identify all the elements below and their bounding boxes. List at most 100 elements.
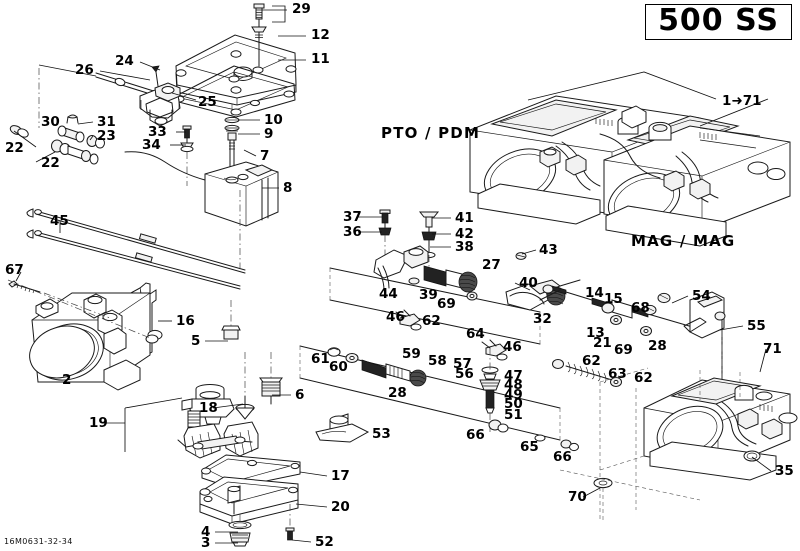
callout-number: 45 [50,213,69,229]
callout-number: 24 [115,53,134,69]
leader-line [671,295,689,304]
callout-number: 54 [692,288,711,304]
callout-number: 19 [89,415,108,431]
needle-valve-6 [234,352,283,420]
callout-number: 13 [586,325,605,341]
carb-assembly-mag-mag [599,367,798,520]
callout-number: 15 [604,291,623,307]
callout-number: 32 [533,311,552,327]
right-mid-linkage [539,284,726,400]
float-assembly-19 [124,384,259,459]
callout-number: 51 [504,407,523,423]
callout-number: 34 [142,137,161,153]
callout-number: 56 [455,366,474,382]
callout-number: 71 [763,341,782,357]
callout-number: 44 [379,286,398,302]
leader-line [521,249,537,255]
section-caption: PTO / PDM [381,124,481,142]
callout-number: 65 [520,439,539,455]
screw-67 [8,271,111,319]
leader-line [99,70,151,81]
leader-line [719,325,744,331]
screw-52 [285,504,295,541]
callout-number: 43 [539,242,558,258]
callout-number: 57 [453,356,472,372]
throttle-cables-45 [26,208,246,290]
callout-number: 53 [372,426,391,442]
callout-number: 8 [283,180,293,196]
callout-number: 16 [176,313,195,329]
leader-line [751,456,772,472]
callout-number: 42 [455,226,474,242]
left-shaft-washers [9,64,105,165]
callout-number: 17 [331,468,350,484]
callout-number: 64 [466,326,485,342]
lower-linkage-rod [299,345,579,452]
callout-number: 66 [466,427,485,443]
callout-number: 27 [482,257,501,273]
callout-number: 49 [504,387,523,403]
callout-number: 38 [455,239,474,255]
leader-line [212,403,244,409]
leader-line [295,503,328,508]
callout-number: 25 [198,94,217,110]
callout-number: 28 [648,338,667,354]
bracket-71 [699,370,741,400]
callout-number: 60 [329,359,348,375]
callout-number: 70 [568,489,587,505]
washer-70 [559,469,701,520]
callout-number: 52 [315,534,334,550]
callout-number: 21 [593,335,612,351]
callout-number: 36 [343,224,362,240]
callout-number: 30 [41,114,60,130]
callout-number: 47 [504,368,523,384]
callout-number: 3 [201,535,211,551]
top-block-8 [124,151,279,268]
callout-number: 63 [608,366,627,382]
leader-line [171,92,197,101]
callout-number: 61 [311,351,330,367]
callout-number: 62 [582,353,601,369]
leader-line [291,539,312,543]
centre-linkage [329,245,581,361]
screws-37-36 [378,209,392,262]
callout-number: 48 [504,377,523,393]
callout-number: 7 [260,148,270,164]
callout-number: 69 [614,342,633,358]
callout-number: 6 [295,387,305,403]
callout-number: 68 [631,300,650,316]
leader-line [514,282,531,291]
callout-number: 59 [402,346,421,362]
callout-number: 67 [5,262,24,278]
top-cover-plate [175,34,297,106]
bowl-drain-3-4 [228,514,252,547]
callout-number: 29 [292,1,311,17]
cover-gasket [173,65,296,118]
section-caption: MAG / MAG [631,232,736,250]
callout-number: 28 [388,385,407,401]
drawing-code: 16M0631-32-34 [4,537,73,546]
callout-number: 62 [634,370,653,386]
callout-number: 4 [201,524,211,540]
callout-number: 58 [428,353,447,369]
bowl-gasket-17 [201,454,301,489]
callout-number: 46 [386,309,405,325]
callout-number: 46 [503,339,522,355]
upper-left-linkage [95,65,181,127]
callout-number: 37 [343,209,362,225]
carb-assembly-pto-pdm [469,71,791,247]
model-title-box: 500 SS [645,4,792,40]
leader-line [759,348,767,373]
callout-number: 50 [504,396,523,412]
callout-number: 10 [264,112,283,128]
part-5-plug [221,300,241,340]
callout-number: 31 [97,114,116,130]
left-small-parts [327,347,341,357]
callout-number: 39 [419,287,438,303]
callout-number: 66 [553,449,572,465]
callout-number: 26 [75,62,94,78]
callout-number: 14 [585,285,604,301]
callout-number: 62 [422,313,441,329]
leader-line [299,471,328,477]
